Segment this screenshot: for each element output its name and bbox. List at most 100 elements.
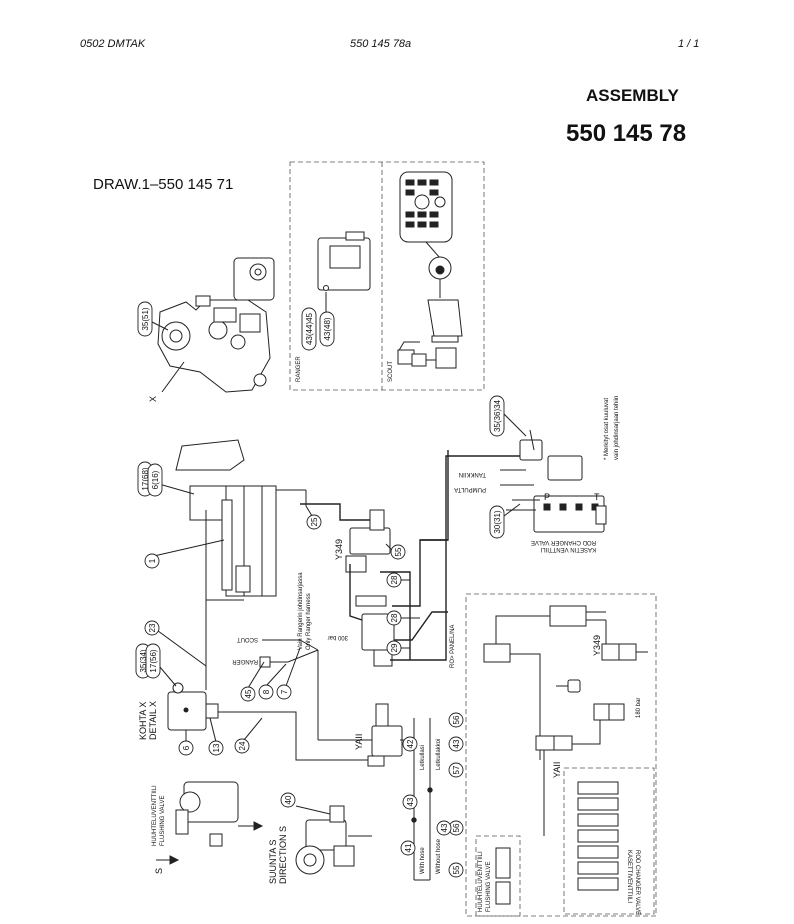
header-file-id: 550 145 78a: [350, 38, 412, 50]
assembly-number: 550 145 78: [566, 120, 687, 147]
label-300bar: 300 bar: [328, 634, 348, 640]
svg-text:43(44)45: 43(44)45: [305, 312, 314, 345]
header-page-number: 1 / 1: [678, 38, 700, 50]
svg-text:6: 6: [182, 745, 191, 750]
callout-b4348: 43(48): [319, 311, 335, 347]
callout-b13: 13: [208, 740, 224, 756]
svg-text:17(56): 17(56): [149, 649, 158, 672]
svg-text:29: 29: [390, 643, 399, 652]
svg-text:8: 8: [262, 689, 271, 694]
label-only-ranger: Only Ranger harness: [306, 593, 312, 650]
svg-text:55: 55: [452, 865, 461, 874]
callout-b25: 25: [306, 514, 322, 530]
callout-b43c: 43: [436, 820, 452, 836]
label-kasetti-c: KASETTIVENTTIILI: [626, 850, 632, 903]
callout-b56: 56: [448, 712, 464, 728]
svg-text:43: 43: [406, 797, 415, 806]
svg-text:43(48): 43(48): [323, 317, 332, 340]
svg-text:28: 28: [390, 613, 399, 622]
svg-text:23: 23: [148, 623, 157, 632]
label-letkut-2: Letkullakkoi: [436, 739, 442, 770]
svg-text:40: 40: [284, 795, 293, 804]
note-line-1: * Merkityt osat kuuluvat: [604, 398, 610, 460]
callout-b29: 29: [386, 640, 402, 656]
callout-b42: 42: [402, 736, 418, 752]
label-pumpulta: PUMPULTA: [454, 486, 486, 492]
callout-b4344: 43(44)45: [301, 307, 317, 351]
scout-box-label: SCOUT: [388, 361, 394, 382]
label-panel: RO> PANEL/NA: [450, 625, 456, 668]
svg-text:13: 13: [212, 743, 221, 752]
svg-text:7: 7: [280, 689, 289, 694]
label-y411-a: YAII: [354, 734, 364, 750]
direction-line-2: DIRECTION S: [278, 826, 288, 884]
svg-text:41: 41: [404, 843, 413, 852]
marker-s: S: [154, 868, 164, 874]
pump-assembly: X: [148, 257, 275, 402]
label-y349-b: Y349: [592, 635, 602, 656]
svg-text:6(16): 6(16): [151, 470, 160, 489]
label-letkut-1: Letkullasi: [420, 745, 426, 770]
callout-b3031: 30(31): [489, 505, 505, 539]
label-flush-c: HUUHTELUVENTTIILI: [478, 851, 484, 912]
tank-assembly: [175, 439, 307, 690]
callout-b40: 40: [280, 792, 296, 808]
svg-text:24: 24: [238, 741, 247, 750]
y411-valve: YAII Letkullasi Letkullakkoi With hose W…: [354, 703, 442, 881]
callout-b41: 41: [400, 840, 416, 856]
svg-text:56: 56: [452, 823, 461, 832]
detail-x: KOHTA X DETAIL X: [138, 682, 380, 761]
detail-line-1: KOHTA X: [138, 702, 148, 740]
left-flushing-valve: HUUHTELUVENTTIILI FLUSHING VALVE S: [152, 781, 264, 874]
label-without-hose: Without hose: [436, 838, 442, 874]
callout-b28b: 28: [386, 610, 402, 626]
callout-b6: 6: [178, 740, 194, 756]
drawing-reference: DRAW.1–550 145 71: [93, 176, 234, 193]
callout-b28a: 28: [386, 572, 402, 588]
callout-b23: 23: [144, 620, 160, 636]
label-port-p: P: [544, 492, 550, 502]
callout-b1: 1: [144, 553, 160, 569]
svg-text:43: 43: [452, 739, 461, 748]
label-tankkiin: TANKKIIN: [459, 471, 486, 477]
svg-text:45: 45: [244, 689, 253, 698]
callout-b8: 8: [258, 684, 274, 700]
svg-text:35(51): 35(51): [141, 307, 150, 330]
harness-junction: SCOUT RANGER Vain Rangerin johdinsarjass…: [232, 572, 380, 741]
callout-b43b: 43: [402, 794, 418, 810]
header-doc-code: 0502 DMTAK: [80, 38, 146, 50]
label-vain-ranger: Vain Rangerin johdinsarjassa: [298, 572, 304, 650]
label-ranger: RANGER: [232, 658, 258, 664]
ranger-box-label: RANGER: [296, 356, 302, 382]
direction-line-1: SUUNTA S: [268, 840, 278, 884]
note-line-2: vain johdinsarjaan tehiin: [614, 396, 620, 460]
svg-text:35(36)34: 35(36)34: [493, 399, 502, 432]
svg-text:1: 1: [148, 558, 157, 563]
svg-text:55: 55: [394, 547, 403, 556]
svg-text:43: 43: [440, 823, 449, 832]
label-kasetti-b: ROD CHANGER VALVE: [531, 539, 596, 545]
marker-x: X: [148, 396, 158, 402]
callout-b3536: 35(36)34: [489, 395, 505, 437]
label-kasetti-a: KASETIN VENTTIILI: [540, 546, 596, 552]
svg-text:42: 42: [406, 739, 415, 748]
label-port-t: T: [594, 492, 600, 502]
svg-text:57: 57: [452, 765, 461, 774]
callout-b43a: 43: [448, 736, 464, 752]
label-flush-b: FLUSHING VALVE: [160, 796, 166, 846]
label-flush-a: HUUHTELUVENTTIILI: [152, 785, 158, 846]
label-scout: SCOUT: [237, 636, 258, 642]
svg-text:30(31): 30(31): [493, 510, 502, 533]
svg-text:25: 25: [310, 517, 319, 526]
svg-text:28: 28: [390, 575, 399, 584]
callout-b55a: 55: [390, 544, 406, 560]
label-180bar: 180 bar: [636, 698, 642, 718]
label-kasetti-d: ROD CHANGER VALVE: [634, 850, 640, 915]
callout-b45: 45: [240, 686, 256, 702]
label-y349-a: Y349: [334, 539, 344, 560]
control-panel-frame: RANGER SCOUT: [289, 161, 485, 391]
svg-text:35(34): 35(34): [139, 649, 148, 672]
central-valves: TANKKIIN PUMPULTA P T KASETIN VENTTIILI …: [300, 429, 607, 668]
callout-b55b: 55: [448, 862, 464, 878]
